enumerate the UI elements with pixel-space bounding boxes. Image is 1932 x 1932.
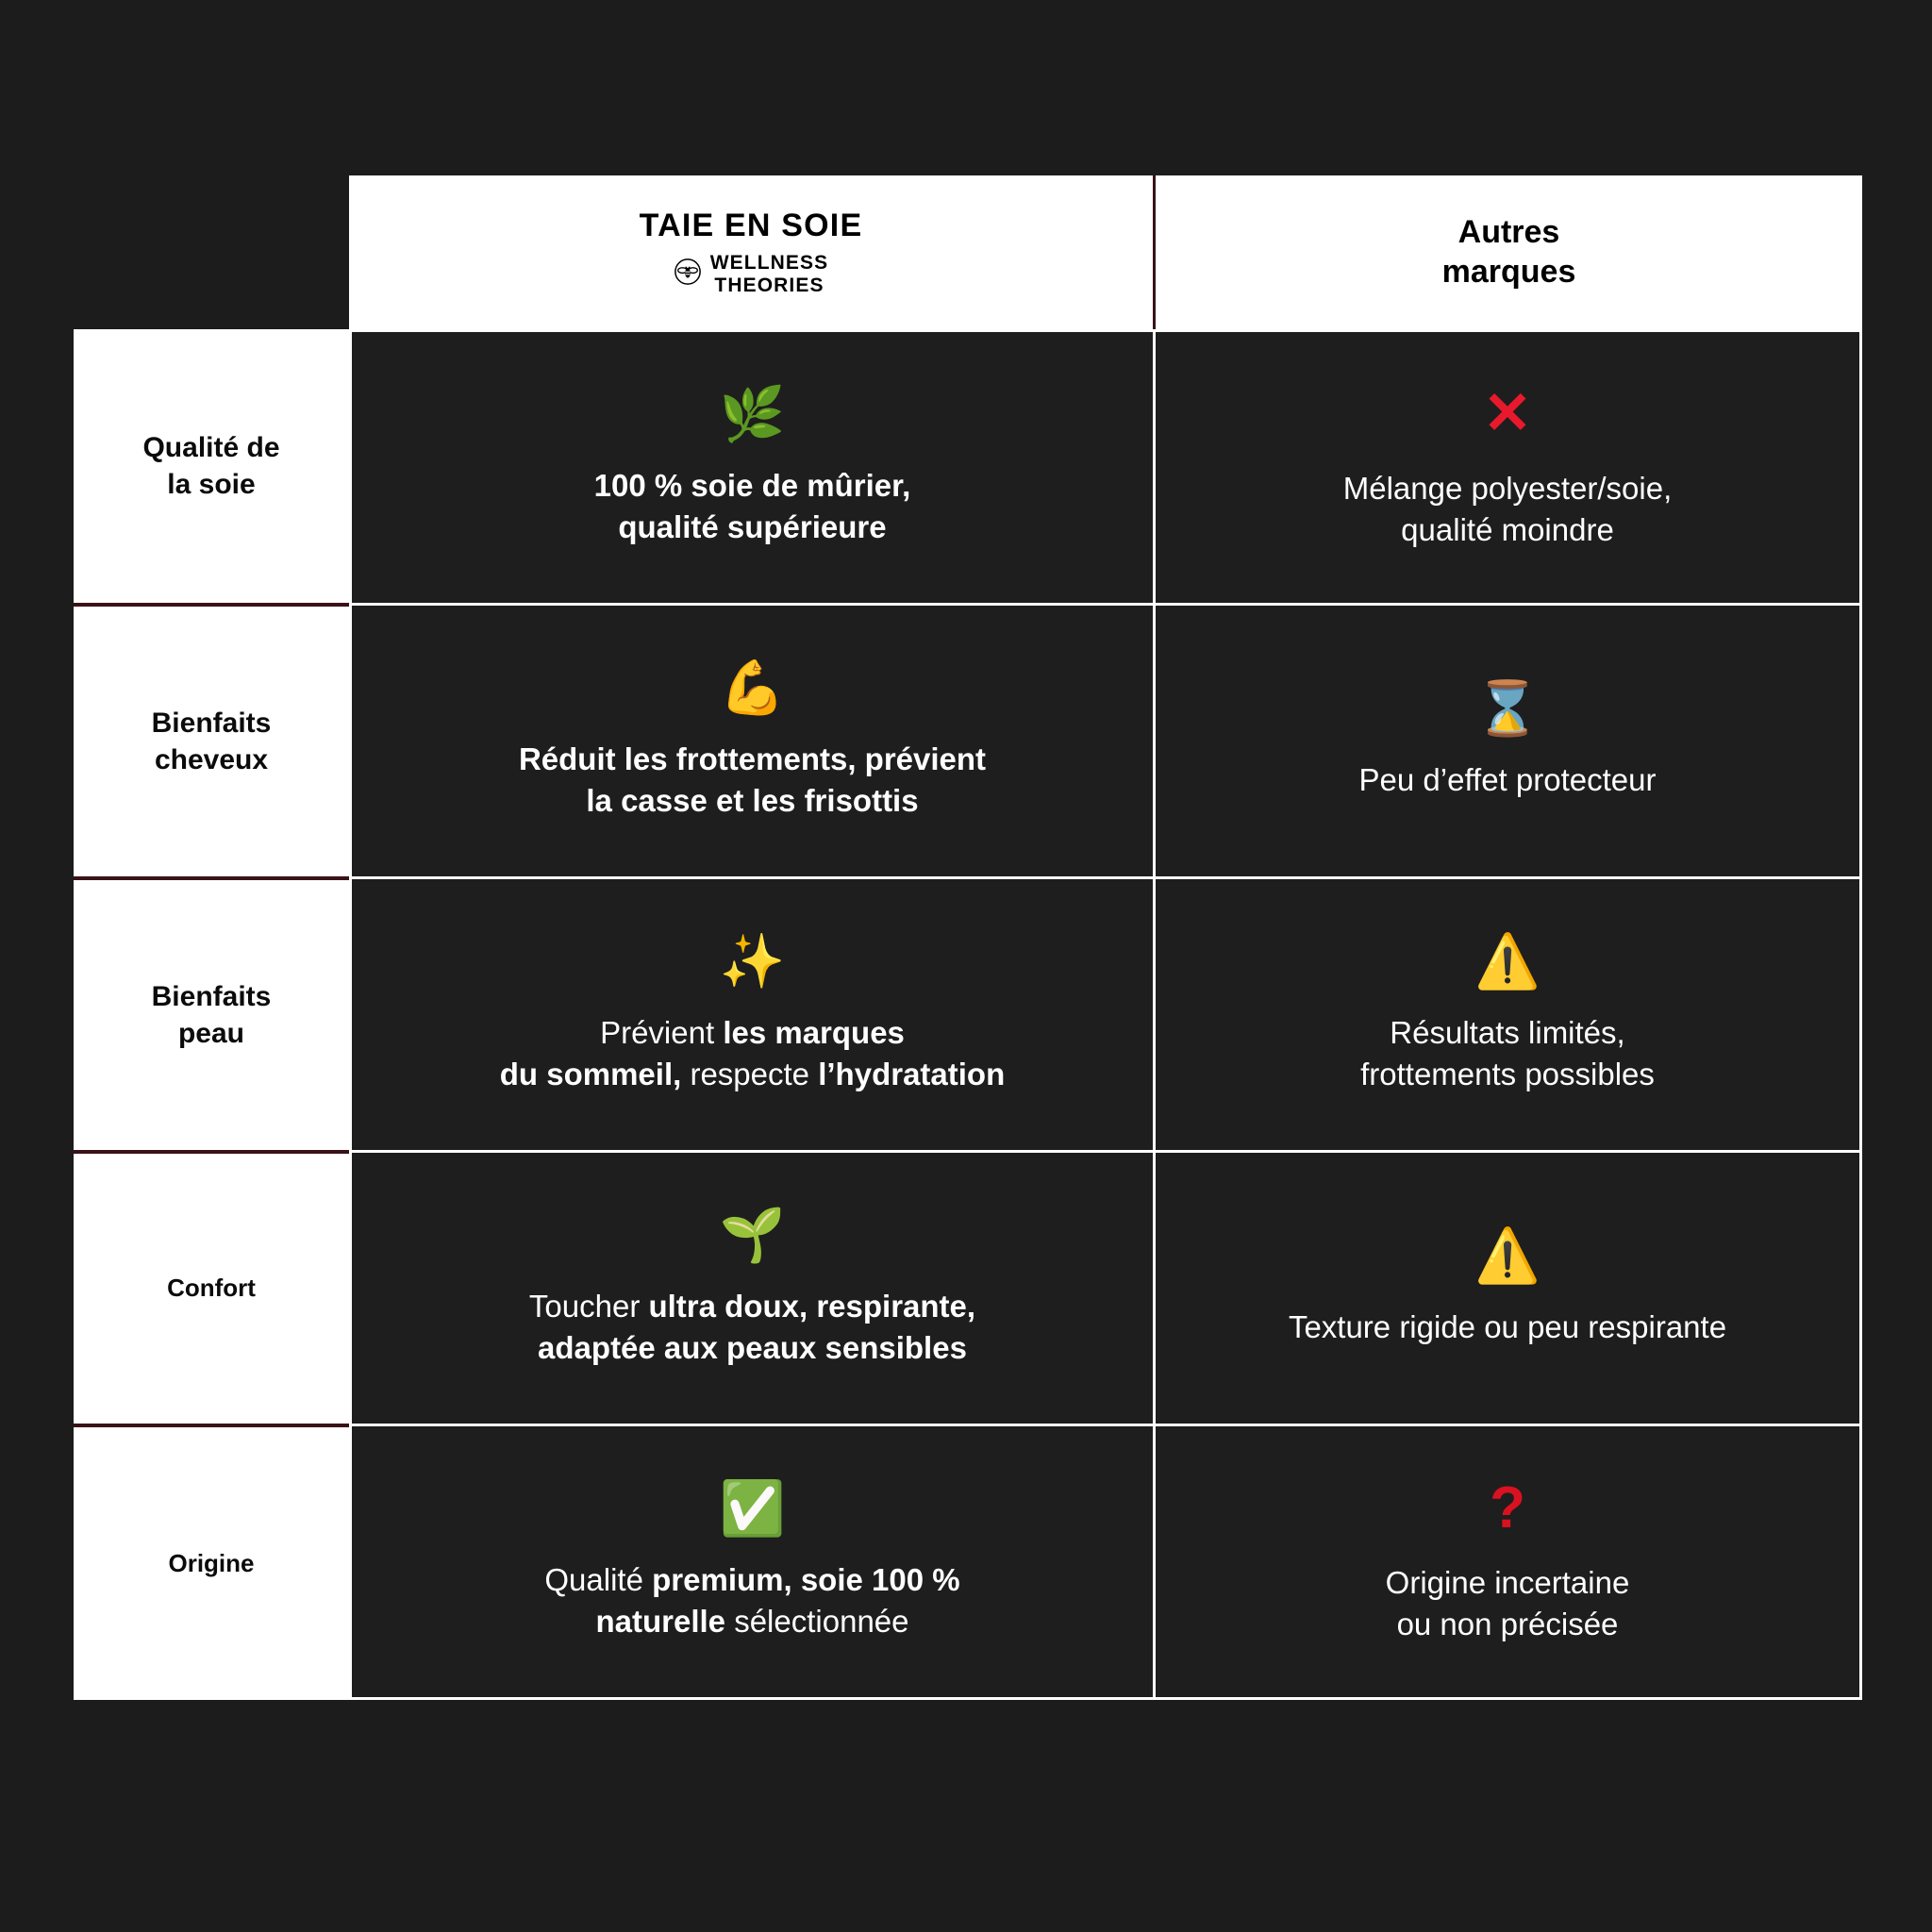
row-label-5-line1: Origine	[168, 1548, 255, 1577]
cross-mark-icon: ✕	[1483, 380, 1532, 446]
competitor-cell-2-line1: Peu d’effet protecteur	[1358, 761, 1657, 797]
hourglass-icon: ⌛	[1474, 677, 1541, 738]
competitor-cell-5-line1: Origine incertaine	[1385, 1564, 1630, 1600]
product-cell-4: 🌱 Toucher ultra doux, respirante, adaptée …	[349, 1150, 1153, 1424]
product-cell-2-line1: Réduit les frottements, prévient	[518, 741, 987, 776]
brand-title: TAIE EN SOIE	[639, 207, 863, 243]
bee-icon	[674, 258, 702, 291]
row-label-1-line1: Qualité de	[142, 432, 280, 463]
row-label-2: Bienfaits cheveux	[74, 603, 349, 876]
competitor-cell-3-line1: Résultats limités,	[1390, 1014, 1625, 1050]
competitor-cell-5-text: Origine incertaine ou non précisée	[1386, 1562, 1630, 1644]
competitor-cell-1: ✕ Mélange polyester/soie, qualité moindre	[1153, 329, 1862, 603]
product-cell-5-text: Qualité premium, soie 100 % naturelle sél…	[544, 1559, 959, 1641]
product-cell-4-text: Toucher ultra doux, respirante, adaptée a…	[529, 1286, 975, 1368]
competitor-cell-4-line1: Texture rigide ou peu respirante	[1288, 1308, 1727, 1344]
row-label-4-line1: Confort	[167, 1274, 256, 1303]
flexed-biceps-icon: 💪	[719, 657, 786, 717]
row-label-3-line2: peau	[177, 1018, 245, 1049]
row-label-4: Confort	[74, 1150, 349, 1424]
competitor-heading-line1: Autres	[1457, 214, 1560, 251]
competitor-cell-2-text: Peu d’effet protecteur	[1359, 759, 1657, 801]
competitor-heading-line2: marques	[1441, 253, 1576, 290]
product-cell-2-text: Réduit les frottements, prévient la casse…	[519, 739, 986, 821]
row-label-3-line1: Bienfaits	[151, 981, 272, 1012]
sparkles-icon: ✨	[719, 930, 786, 991]
product-cell-4-line2: adaptée aux peaux sensibles	[538, 1329, 967, 1365]
warning-icon: ⚠️	[1474, 930, 1541, 991]
product-cell-4-line1: Toucher ultra doux, respirante,	[528, 1288, 976, 1324]
product-cell-1-line1: 100 % soie de mûrier,	[593, 467, 911, 503]
check-mark-button-icon: ✅	[719, 1477, 786, 1538]
product-cell-2-line2: la casse et les frisottis	[586, 782, 919, 818]
competitor-cell-2: ⌛ Peu d’effet protecteur	[1153, 603, 1862, 876]
competitor-cell-1-line1: Mélange polyester/soie,	[1342, 470, 1673, 506]
product-cell-5-line2: naturelle sélectionnée	[595, 1603, 909, 1639]
competitor-cell-3: ⚠️ Résultats limités, frottements possible…	[1153, 876, 1862, 1150]
product-cell-1: 🌿 100 % soie de mûrier, qualité supérieure	[349, 329, 1153, 603]
seedling-icon: 🌱	[719, 1204, 786, 1264]
row-label-2-line1: Bienfaits	[151, 708, 272, 739]
product-cell-3-line1: Prévient les marques	[600, 1014, 905, 1050]
competitor-cell-4: ⚠️ Texture rigide ou peu respirante	[1153, 1150, 1862, 1424]
brand-logo-line2: THEORIES	[714, 274, 824, 296]
competitor-cell-1-text: Mélange polyester/soie, qualité moindre	[1343, 468, 1673, 550]
product-cell-5-line1: Qualité premium, soie 100 %	[544, 1561, 960, 1597]
competitor-cell-5-line2: ou non précisée	[1396, 1606, 1619, 1641]
row-label-3: Bienfaits peau	[74, 876, 349, 1150]
brand-logo-line1: WELLNESS	[709, 252, 829, 275]
row-label-1: Qualité de la soie	[74, 329, 349, 603]
header-spacer	[74, 175, 349, 329]
warning-icon: ⚠️	[1474, 1224, 1541, 1285]
product-cell-3-line2: du sommeil, respecte l’hydratation	[499, 1056, 1006, 1091]
product-cell-1-text: 100 % soie de mûrier, qualité supérieure	[594, 465, 911, 547]
product-cell-5: ✅ Qualité premium, soie 100 % naturelle sé…	[349, 1424, 1153, 1700]
row-label-2-line2: cheveux	[154, 744, 269, 775]
competitor-cell-1-line2: qualité moindre	[1401, 511, 1614, 547]
product-cell-3-text: Prévient les marques du sommeil, respecte…	[500, 1012, 1006, 1094]
product-cell-1-line2: qualité supérieure	[618, 508, 887, 544]
competitor-cell-3-text: Résultats limités, frottements possibles	[1360, 1012, 1655, 1094]
competitor-cell-5: ? Origine incertaine ou non précisée	[1153, 1424, 1862, 1700]
competitor-cell-4-text: Texture rigide ou peu respirante	[1289, 1307, 1726, 1348]
product-cell-2: 💪 Réduit les frottements, prévient la cass…	[349, 603, 1153, 876]
row-label-5: Origine	[74, 1424, 349, 1700]
product-cell-3: ✨ Prévient les marques du sommeil, respect…	[349, 876, 1153, 1150]
competitor-cell-3-line2: frottements possibles	[1360, 1056, 1655, 1091]
herb-icon: 🌿	[719, 383, 786, 443]
row-label-1-line2: la soie	[167, 469, 256, 500]
question-mark-icon: ?	[1490, 1474, 1525, 1541]
